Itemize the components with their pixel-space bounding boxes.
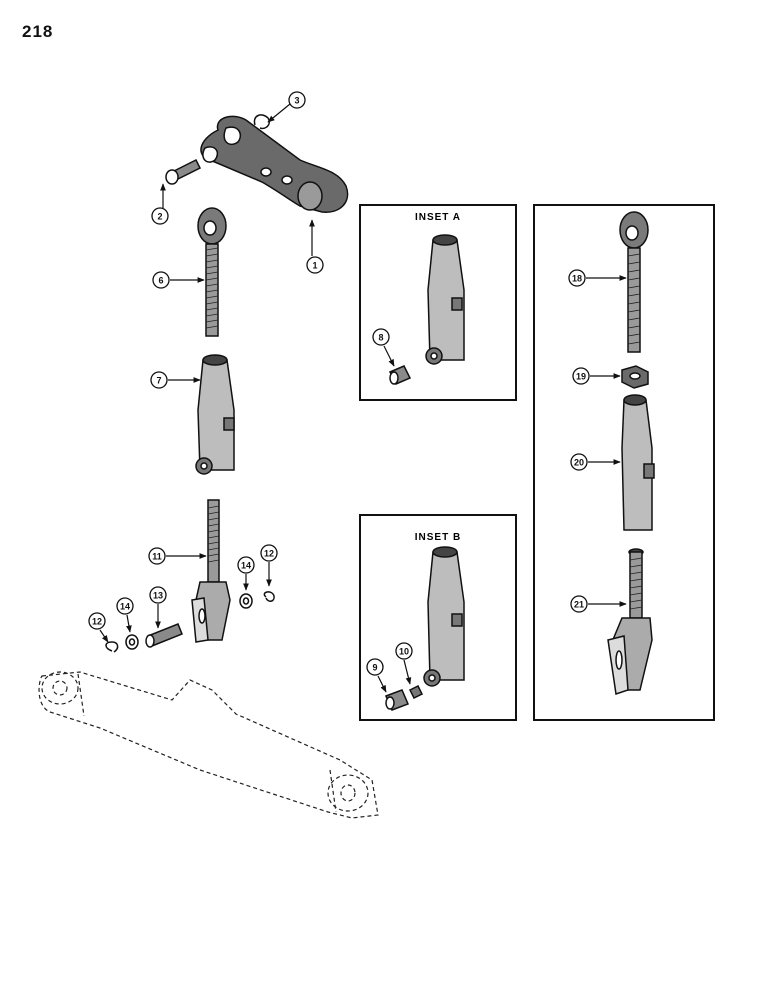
clevis-pin bbox=[165, 158, 202, 185]
page-number: 218 bbox=[22, 22, 54, 41]
threaded-rod-end bbox=[197, 207, 227, 337]
callout-20-label: 20 bbox=[574, 458, 584, 468]
callout-12-left-label: 12 bbox=[92, 617, 102, 627]
right-nut bbox=[621, 365, 649, 389]
callout-10-label: 10 bbox=[399, 647, 409, 657]
callout-8 bbox=[372, 328, 390, 346]
callout-12-right-label: 12 bbox=[264, 549, 274, 559]
inset-a bbox=[359, 204, 517, 401]
callout-9-label: 9 bbox=[372, 663, 377, 673]
callout-14-right-label: 14 bbox=[241, 561, 251, 571]
callout-18-label: 18 bbox=[572, 274, 582, 284]
snap-ring-12-left bbox=[105, 641, 119, 653]
washer-14-left bbox=[125, 634, 139, 650]
inset-a-sleeve bbox=[425, 234, 465, 365]
callout-10 bbox=[395, 642, 413, 660]
callout-3 bbox=[288, 91, 306, 109]
callout-7 bbox=[150, 371, 168, 389]
inset-b-fitting bbox=[385, 684, 424, 711]
lift-arm bbox=[200, 115, 349, 213]
callout-9 bbox=[366, 658, 384, 676]
callout-11 bbox=[148, 547, 166, 565]
callout-19-label: 19 bbox=[576, 372, 586, 382]
callout-13 bbox=[149, 586, 167, 604]
adjusting-sleeve bbox=[195, 354, 235, 475]
inset-b-sleeve bbox=[423, 546, 465, 687]
callout-21 bbox=[570, 595, 588, 613]
inset-b bbox=[359, 514, 517, 721]
lower-link bbox=[38, 671, 379, 819]
callout-2-label: 2 bbox=[157, 212, 162, 222]
callout-14-left-label: 14 bbox=[120, 602, 130, 612]
callout-6-label: 6 bbox=[158, 276, 163, 286]
callout-8-label: 8 bbox=[378, 333, 383, 343]
callout-3-label: 3 bbox=[294, 96, 299, 106]
callout-14-left bbox=[116, 597, 134, 615]
inset-b-title: INSET B bbox=[415, 532, 461, 543]
pin-13 bbox=[145, 623, 183, 648]
washer-14-right bbox=[239, 593, 253, 609]
clevis-rod bbox=[191, 499, 231, 643]
callout-21-label: 21 bbox=[574, 600, 584, 610]
right-rod-end bbox=[619, 211, 649, 353]
callout-1-label: 1 bbox=[312, 261, 317, 271]
inset-a-title: INSET A bbox=[415, 212, 461, 223]
clip bbox=[253, 114, 271, 130]
inset-a-fitting bbox=[388, 365, 412, 385]
callout-13-label: 13 bbox=[153, 591, 163, 601]
callout-11-label: 11 bbox=[152, 552, 162, 562]
snap-ring-12-right bbox=[263, 591, 275, 602]
callout-1 bbox=[306, 256, 324, 274]
callout-14-right bbox=[237, 556, 255, 574]
callout-20 bbox=[570, 453, 588, 471]
callouts bbox=[88, 91, 590, 676]
callout-7-label: 7 bbox=[156, 376, 161, 386]
callout-18 bbox=[568, 269, 586, 287]
callout-12-left bbox=[88, 612, 106, 630]
callout-6 bbox=[152, 271, 170, 289]
right-sleeve bbox=[621, 394, 655, 531]
leader-lines bbox=[99, 103, 627, 693]
right-clevis-rod bbox=[607, 548, 653, 695]
right-panel bbox=[533, 204, 715, 721]
callout-19 bbox=[572, 367, 590, 385]
callout-12-right bbox=[260, 544, 278, 562]
callout-2 bbox=[151, 207, 169, 225]
